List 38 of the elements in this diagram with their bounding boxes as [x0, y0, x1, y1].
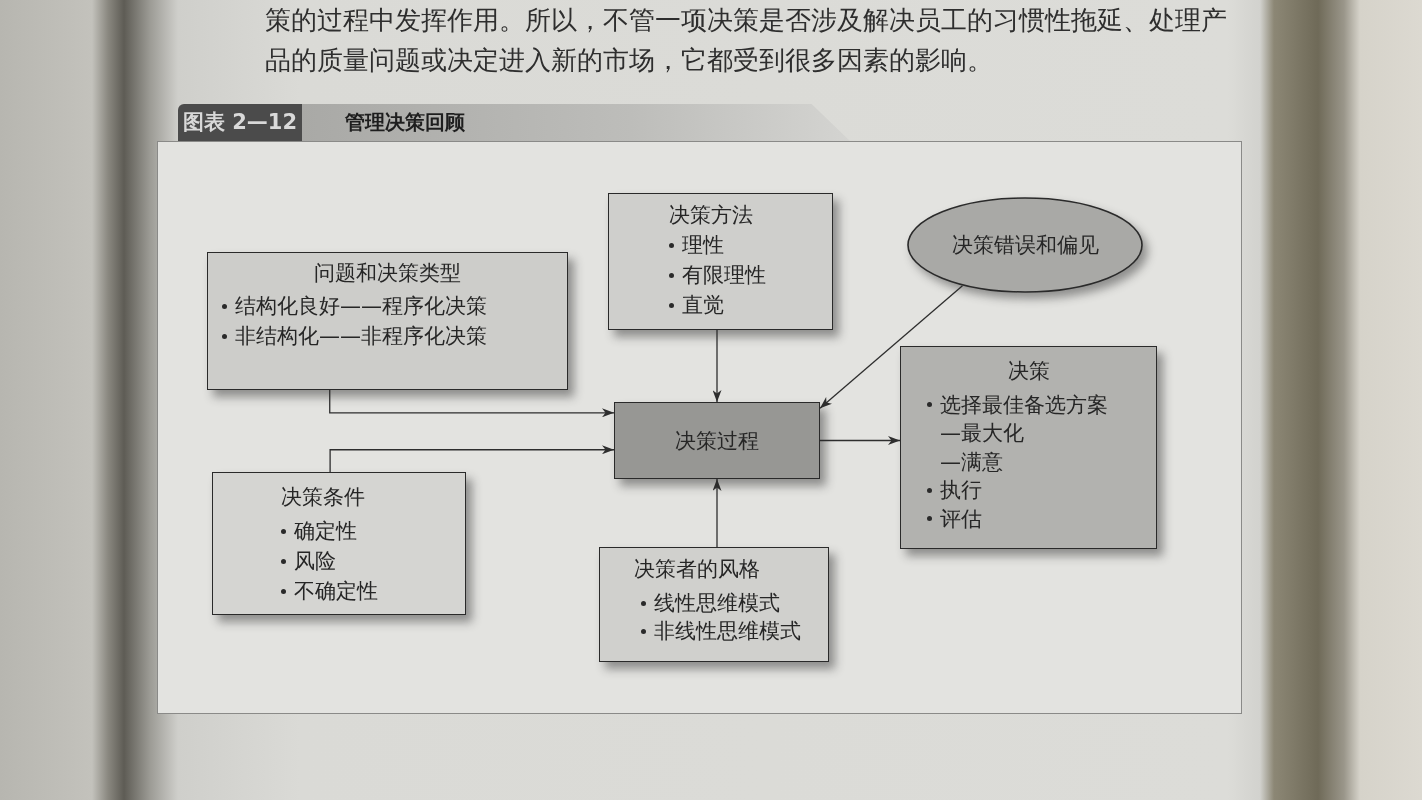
list-item: 选择最佳备选方案	[940, 391, 1108, 419]
heading: 决策方法	[669, 202, 753, 229]
list-item: 有限理性	[682, 262, 766, 289]
list-box	[599, 547, 829, 662]
label: 决策过程	[675, 427, 759, 455]
list-item: 理性	[682, 232, 724, 259]
arrow	[329, 389, 615, 418]
list-box	[608, 193, 833, 330]
heading: 决策条件	[281, 484, 365, 511]
list-item: 执行	[940, 477, 982, 505]
arrow	[712, 478, 722, 548]
arrow	[819, 436, 901, 445]
process-box	[614, 402, 820, 479]
sub-item: —满意	[939, 448, 1003, 476]
arrow	[712, 329, 722, 403]
list-box	[207, 252, 568, 390]
figure-number-tab: 图表 2—12	[178, 104, 302, 141]
heading: 决策者的风格	[634, 556, 760, 583]
title-banner: 管理决策回顾	[302, 104, 850, 141]
oval	[907, 197, 1143, 293]
list-item: 线性思维模式	[654, 590, 780, 617]
list-box	[212, 472, 466, 615]
heading: 问题和决策类型	[314, 260, 461, 287]
list-item: 不确定性	[294, 578, 378, 605]
list-item: 风险	[294, 548, 336, 575]
list-item: 确定性	[294, 518, 357, 545]
list-item: 非结构化——非程序化决策	[235, 323, 487, 350]
list-item: 结构化良好——程序化决策	[235, 293, 487, 320]
list-box	[900, 346, 1157, 549]
arrow	[329, 445, 615, 473]
arrow	[819, 285, 964, 409]
label: 决策错误和偏见	[951, 232, 1099, 259]
list-item: 直觉	[682, 292, 724, 319]
paragraph: 策的过程中发挥作用。所以，不管一项决策是否涉及解决员工的习惯性拖延、处理产品的质量问题或决定进入新的市场，它都受到很多因素的影响。	[265, 4, 1228, 77]
list-item: 评估	[940, 505, 982, 533]
sub-item: —最大化	[939, 420, 1024, 448]
list-item: 非线性思维模式	[654, 618, 801, 645]
heading: 决策	[1007, 358, 1050, 385]
